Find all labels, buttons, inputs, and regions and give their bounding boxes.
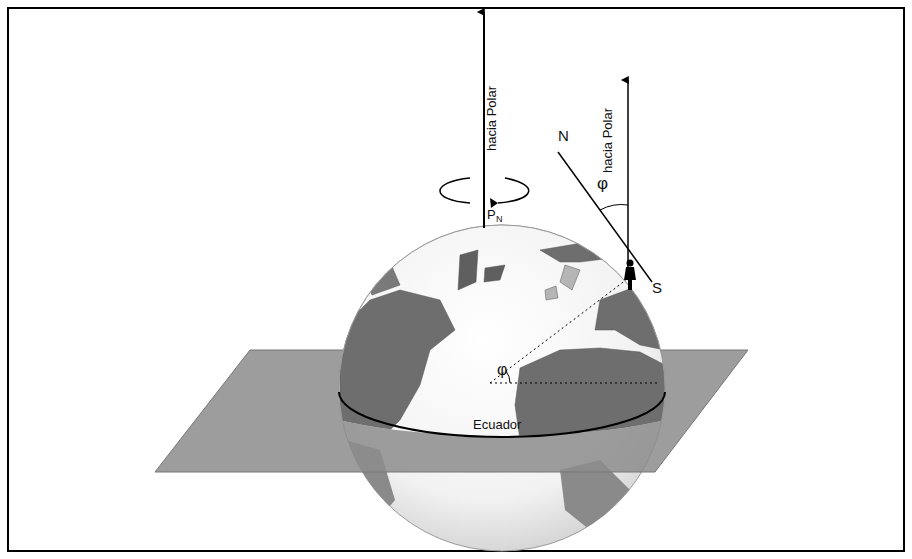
south-label: S	[652, 280, 662, 295]
observer-figure	[624, 260, 636, 291]
angle-symbol: φ	[497, 362, 507, 378]
rotation-arrowhead	[490, 198, 498, 208]
frame	[8, 8, 904, 551]
equator-label: Ecuador	[473, 418, 521, 431]
equator-line	[339, 392, 665, 437]
angle-symbol: φ	[597, 175, 608, 192]
rotation-arrow	[440, 178, 529, 203]
axis-label: hacia Polar	[601, 107, 614, 172]
north-label: N	[558, 128, 569, 143]
northern-hemisphere	[339, 225, 665, 551]
angle-arc	[600, 205, 628, 210]
equatorial-radius	[490, 383, 660, 384]
pole-subscript: N	[496, 215, 503, 224]
axis-label: hacia Polar	[485, 85, 498, 150]
pole-label: P	[487, 208, 496, 221]
globe	[339, 225, 665, 551]
latitude-line	[490, 280, 626, 383]
local-polar-arrow	[627, 80, 629, 275]
